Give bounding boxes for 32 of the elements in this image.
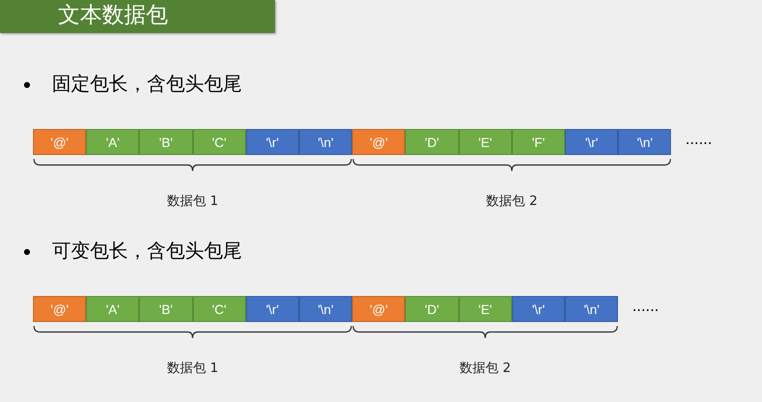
data-cell: 'C' <box>192 296 246 322</box>
ellipsis-text: ...... <box>632 298 659 316</box>
data-cell: 'E' <box>458 296 512 322</box>
data-cell: 'E' <box>458 129 512 155</box>
title-banner: 文本数据包 <box>0 0 275 33</box>
data-cell: '@' <box>352 296 406 322</box>
data-cell: '\r' <box>565 129 618 155</box>
data-cell: 'B' <box>139 296 193 322</box>
data-cell: 'D' <box>405 296 459 322</box>
data-cell: '@' <box>352 129 406 155</box>
ellipsis-text: ...... <box>685 131 712 149</box>
data-cell: 'C' <box>192 129 246 155</box>
data-cell: '\r' <box>246 296 299 322</box>
packet-label: 数据包 1 <box>166 193 218 210</box>
packet-label: 数据包 2 <box>486 193 538 210</box>
data-cell: 'A' <box>86 129 140 155</box>
data-cell: 'F' <box>512 129 565 155</box>
bullet-text: 固定包长，含包头包尾 <box>52 72 242 97</box>
data-cell: '\n' <box>299 129 352 155</box>
bullet-text: 可变包长，含包头包尾 <box>52 239 242 264</box>
data-cell: 'D' <box>405 129 459 155</box>
data-cell: '\n' <box>565 296 618 322</box>
data-cell: '\r' <box>512 296 565 322</box>
data-cell: '@' <box>33 129 86 155</box>
data-cell: '\n' <box>299 296 352 322</box>
packet-label: 数据包 2 <box>459 360 511 377</box>
data-cell: 'A' <box>86 296 140 322</box>
data-cell: '@' <box>33 296 86 322</box>
data-cell: '\r' <box>246 129 299 155</box>
data-cell: 'B' <box>139 129 193 155</box>
data-cell: '\n' <box>618 129 672 155</box>
packet-label: 数据包 1 <box>166 360 218 377</box>
